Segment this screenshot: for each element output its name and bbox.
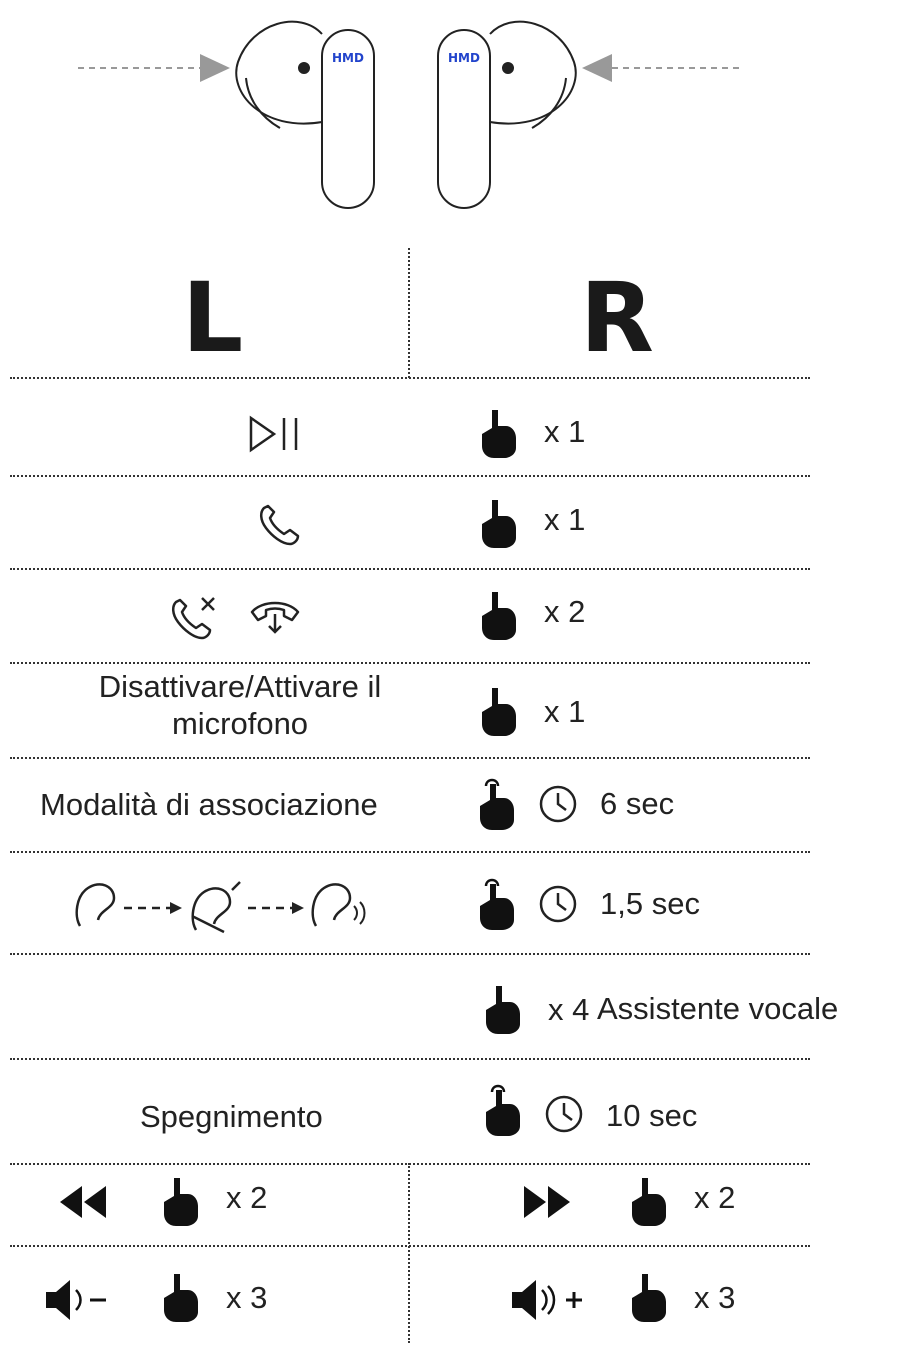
tap-count: x 3	[226, 1280, 268, 1315]
voice-assistant-label: Assistente vocale	[597, 991, 839, 1026]
hearing-modes-icon	[75, 881, 366, 934]
row-divider	[10, 1058, 810, 1060]
play-pause-icon	[249, 415, 298, 453]
row-divider	[10, 757, 810, 759]
volume-up-icon	[512, 1280, 582, 1320]
clock-icon	[545, 1095, 583, 1133]
hold-duration: 10 sec	[606, 1098, 698, 1133]
row-divider	[10, 851, 810, 853]
tap-count: x 1	[544, 414, 586, 449]
tap-count: x 1	[544, 502, 586, 537]
left-column-label: L	[182, 262, 244, 374]
tap-count: x 2	[544, 594, 586, 629]
next-track-icon	[524, 1186, 570, 1218]
clock-icon	[539, 785, 577, 823]
power-off-label: Spegnimento	[140, 1099, 323, 1134]
brand-logo-right: HMD	[448, 51, 480, 65]
mute-label: Disattivare/Attivare il microfono	[98, 669, 382, 742]
row-divider	[10, 377, 810, 379]
row-divider	[10, 568, 810, 570]
row-divider	[10, 1163, 810, 1165]
left-earbud	[235, 20, 375, 209]
header-divider	[408, 248, 410, 378]
tap-count: x 4	[548, 992, 590, 1027]
pairing-label: Modalità di associazione	[40, 787, 378, 822]
row-divider	[10, 662, 810, 664]
end-call-icon	[250, 601, 300, 634]
row-divider	[10, 953, 810, 955]
previous-track-icon	[60, 1186, 106, 1218]
hold-duration: 6 sec	[600, 786, 675, 821]
tap-icon	[482, 410, 516, 458]
tap-count: x 3	[694, 1280, 736, 1315]
hold-duration: 1,5 sec	[600, 886, 700, 921]
row-divider	[10, 475, 810, 477]
tap-count: x 1	[544, 694, 586, 729]
right-column-label: R	[580, 262, 654, 374]
split-divider	[408, 1163, 410, 1343]
tap-icon	[482, 688, 516, 736]
tap-count: x 2	[694, 1180, 736, 1215]
answer-call-icon	[260, 504, 300, 546]
right-earbud	[437, 20, 577, 209]
tap-count: x 2	[226, 1180, 268, 1215]
press-hold-icon	[478, 778, 516, 832]
tap-icon	[486, 986, 520, 1034]
earbuds-illustration: HMD HMD	[78, 20, 740, 209]
reject-call-icon	[172, 597, 215, 640]
volume-down-icon	[46, 1280, 106, 1320]
right-arrow-head	[582, 54, 612, 82]
tap-icon	[164, 1178, 198, 1226]
tap-icon	[482, 592, 516, 640]
brand-logo-left: HMD	[332, 51, 364, 65]
tap-icon	[632, 1274, 666, 1322]
tap-icon	[632, 1178, 666, 1226]
press-hold-icon	[478, 878, 516, 932]
press-hold-icon	[484, 1084, 522, 1138]
clock-icon	[539, 885, 577, 923]
left-arrow-head	[200, 54, 230, 82]
tap-icon	[482, 500, 516, 548]
tap-icon	[164, 1274, 198, 1322]
row-divider	[10, 1245, 810, 1247]
